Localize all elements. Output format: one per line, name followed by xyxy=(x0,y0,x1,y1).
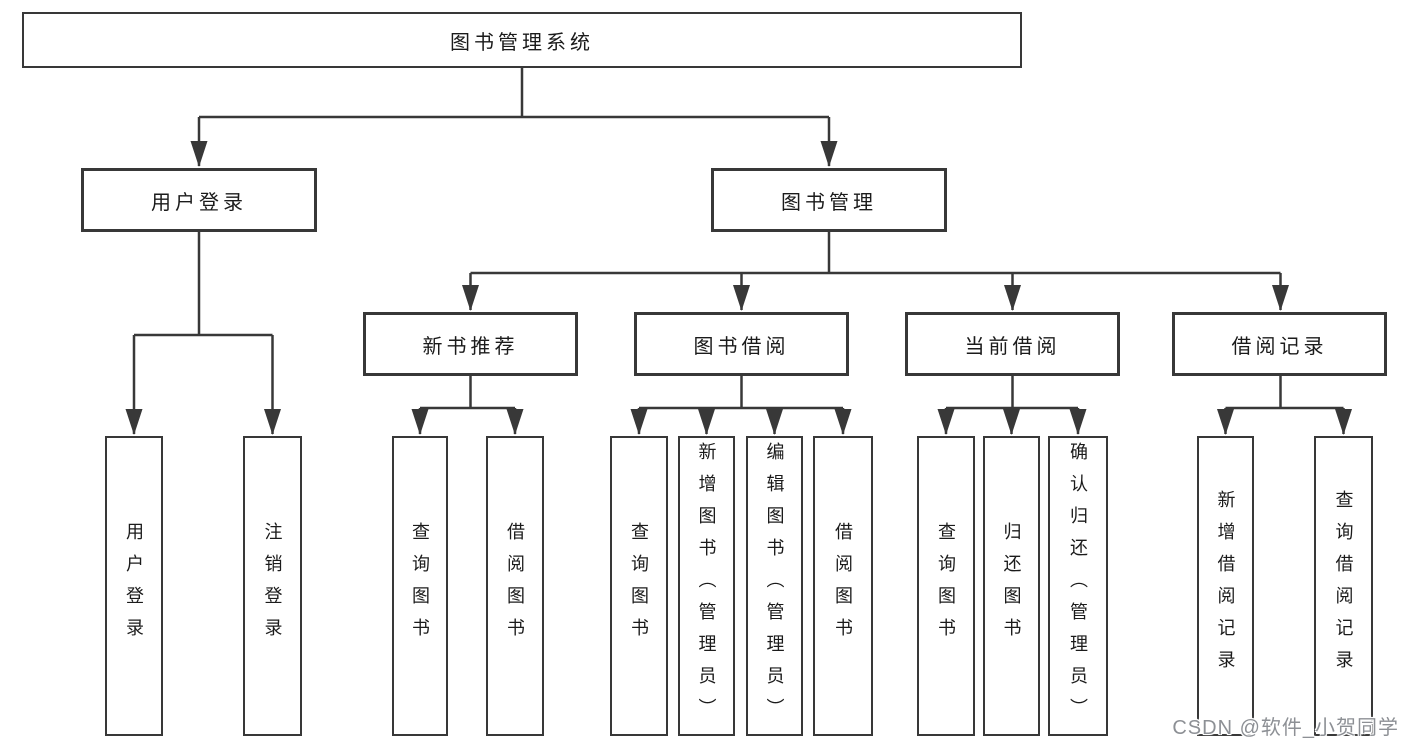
leaf-confirm-return-admin: 确认归还（管理员） xyxy=(1048,436,1108,736)
node-user-login: 用户登录 xyxy=(81,168,317,232)
connector-borrowing-records-children xyxy=(1217,376,1352,435)
leaf-add-book-admin: 新增图书（管理员） xyxy=(678,436,735,736)
node-new-book-recommendation: 新书推荐 xyxy=(363,312,578,376)
leaf-borrow-books-borrowing: 借阅图书 xyxy=(813,436,873,736)
connector-book-borrowing-children xyxy=(630,376,852,435)
connector-user-login-children xyxy=(125,232,281,435)
node-library-management-system: 图书管理系统 xyxy=(22,12,1022,68)
node-book-management: 图书管理 xyxy=(711,168,947,232)
leaf-logout: 注销登录 xyxy=(243,436,302,736)
leaf-borrow-books-recommend: 借阅图书 xyxy=(486,436,544,736)
node-book-borrowing: 图书借阅 xyxy=(634,312,849,376)
connector-current-borrowing-children xyxy=(937,376,1087,435)
connector-new-book-recommendation-children xyxy=(411,376,524,435)
leaf-user-login: 用户登录 xyxy=(105,436,163,736)
leaf-add-borrow-record: 新增借阅记录 xyxy=(1197,436,1254,736)
leaf-query-books-current: 查询图书 xyxy=(917,436,975,736)
connector-root-to-level2 xyxy=(190,68,838,167)
leaf-query-books-recommend: 查询图书 xyxy=(392,436,448,736)
watermark-text: CSDN @软件_小贺同学 xyxy=(1172,717,1399,739)
leaf-edit-book-admin: 编辑图书（管理员） xyxy=(746,436,803,736)
connector-book-management-children xyxy=(462,232,1289,311)
leaf-query-books-borrowing: 查询图书 xyxy=(610,436,668,736)
leaf-return-book: 归还图书 xyxy=(983,436,1040,736)
leaf-query-borrow-record: 查询借阅记录 xyxy=(1314,436,1373,736)
node-borrowing-records: 借阅记录 xyxy=(1172,312,1387,376)
node-current-borrowing: 当前借阅 xyxy=(905,312,1120,376)
